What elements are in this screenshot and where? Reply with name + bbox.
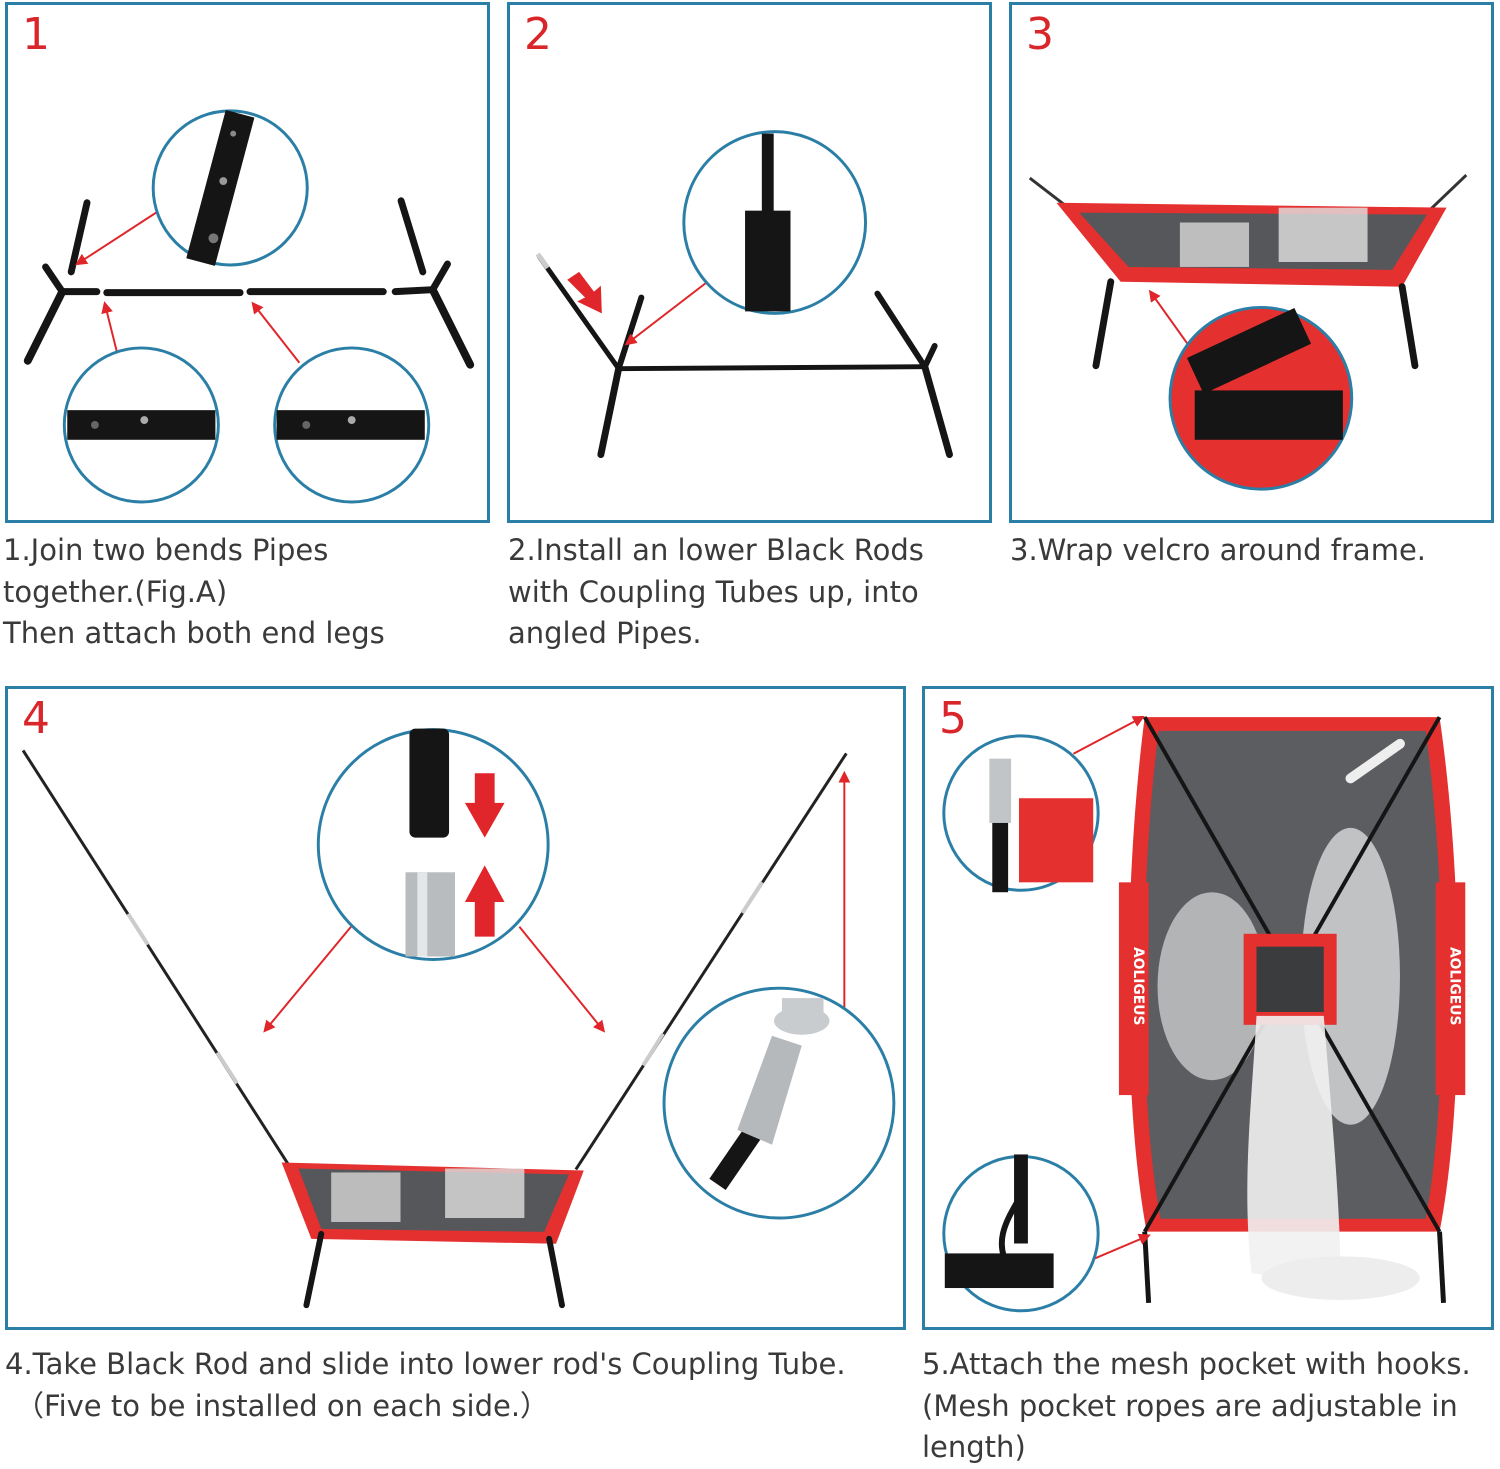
pipe-frame: [537, 254, 953, 459]
detail-circle: [682, 130, 868, 315]
step-1-panel: 1: [5, 2, 490, 523]
caption-line: 4.Take Black Rod and slide into lower ro…: [5, 1347, 846, 1381]
step-2-number: 2: [524, 9, 552, 60]
caption-line: (Mesh pocket ropes are adjustable in: [922, 1388, 1458, 1423]
step-3-caption: 3.Wrap velcro around frame.: [1010, 530, 1426, 572]
step-1-illustration: [23, 109, 475, 504]
detail-circle-bottom: [942, 1154, 1100, 1313]
step-2-panel: 2: [507, 2, 992, 523]
caption-line: together.(Fig.A): [3, 574, 228, 609]
detail-circle-top: [316, 728, 550, 961]
step-4-panel: 4: [5, 686, 906, 1330]
step-5-number: 5: [939, 693, 967, 744]
caption-line: angled Pipes.: [508, 616, 702, 650]
pipe-frame: [23, 197, 475, 369]
caption-line: 3.Wrap velcro around frame.: [1010, 533, 1427, 567]
caption-line: length): [922, 1430, 1026, 1464]
caption-line: with Coupling Tubes up, into: [508, 574, 919, 609]
brand-label-left: AOLIGEUS: [1130, 947, 1146, 1025]
step-4-caption: 4.Take Black Rod and slide into lower ro…: [5, 1344, 846, 1427]
step-5-caption: 5.Attach the mesh pocket with hooks. (Me…: [922, 1344, 1471, 1469]
caption-line: 1.Join two bends Pipes: [3, 533, 329, 567]
detail-circle-left: [62, 346, 220, 504]
detail-circle: [1168, 305, 1354, 491]
detail-circle-right: [662, 986, 896, 1220]
caption-line: （Five to be installed on each side.）: [15, 1388, 550, 1423]
detail-circle-top: [942, 734, 1100, 893]
step-5-panel: 5 AOLIGEUS AOLIGEUS: [922, 686, 1494, 1330]
step-3-illustration: [1028, 174, 1468, 491]
step-5-illustration: AOLIGEUS AOLIGEUS: [942, 715, 1466, 1313]
detail-circle-right: [273, 346, 431, 504]
brand-label-right: AOLIGEUS: [1446, 947, 1462, 1026]
step-4-illustration: [21, 728, 896, 1309]
step-3-panel: 3: [1009, 2, 1494, 523]
step-2-illustration: [535, 130, 953, 459]
caption-line: 5.Attach the mesh pocket with hooks.: [922, 1347, 1471, 1381]
step-2-caption: 2.Install an lower Black Rods with Coupl…: [508, 530, 924, 655]
caption-line: Then attach both end legs: [3, 616, 385, 650]
caption-line: 2.Install an lower Black Rods: [508, 533, 924, 567]
step-3-number: 3: [1026, 9, 1054, 60]
detail-circle-top: [151, 109, 309, 267]
step-1-caption: 1.Join two bends Pipes together.(Fig.A) …: [3, 530, 385, 655]
step-4-number: 4: [22, 693, 50, 744]
step-1-number: 1: [22, 9, 50, 60]
